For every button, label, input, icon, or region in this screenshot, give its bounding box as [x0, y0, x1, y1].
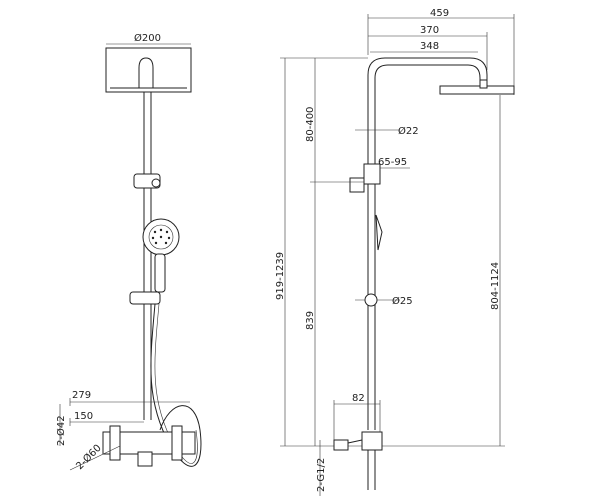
front-view: Ø200 — [55, 32, 202, 472]
label-dim-839: 839 — [305, 311, 316, 330]
side-head-joint — [479, 79, 488, 89]
label-dim-82: 82 — [352, 393, 365, 404]
label-dim-459: 459 — [430, 8, 449, 19]
shower-head-body — [105, 47, 192, 93]
mixer-outlet — [137, 451, 153, 467]
side-holder-knob — [349, 177, 365, 193]
side-shower-head — [439, 85, 515, 95]
side-mixer-connector — [333, 439, 349, 451]
shower-arm-top — [138, 57, 154, 88]
shower-arm-inner — [374, 64, 481, 430]
label-dim-919-1239: 919-1239 — [275, 252, 286, 300]
side-joint — [363, 163, 381, 185]
side-mixer-body — [361, 431, 383, 451]
label-dim-2-phi42: 2-Ø42 — [55, 415, 67, 446]
label-dim-2-g1-2: 2-G1/2 — [316, 458, 327, 492]
label-dim-2-phi60: 2-Ø60 — [74, 442, 104, 472]
mixer-right-connector — [171, 425, 183, 461]
label-dim-348: 348 — [420, 41, 439, 52]
label-dim-80-400: 80-400 — [305, 107, 316, 142]
label-dim-65-95: 65-95 — [378, 157, 407, 168]
label-dim-150: 150 — [74, 411, 93, 422]
label-dim-phi25: Ø25 — [392, 295, 413, 307]
label-dim-279: 279 — [72, 390, 91, 401]
hand-shower-face — [148, 224, 174, 250]
shower-arm-outer — [367, 57, 488, 430]
label-dim-370: 370 — [420, 25, 439, 36]
label-head-diameter: Ø200 — [134, 32, 161, 44]
side-lower-holder — [364, 293, 378, 307]
dim-line-2-phi60 — [69, 445, 121, 471]
mixer-left-connector — [109, 425, 121, 461]
label-dim-phi22: Ø22 — [398, 125, 419, 137]
label-dim-804-1124: 804-1124 — [490, 262, 501, 310]
holder-knob — [151, 178, 161, 188]
flexible-hose — [150, 303, 202, 467]
hand-shower-handle — [154, 253, 166, 293]
hand-shower-nozzles — [151, 228, 171, 245]
side-view: 459 370 348 Ø22 65-95 Ø25 919-1239 80- — [275, 8, 515, 496]
side-hand-shower — [375, 214, 383, 251]
lower-holder — [129, 291, 161, 305]
